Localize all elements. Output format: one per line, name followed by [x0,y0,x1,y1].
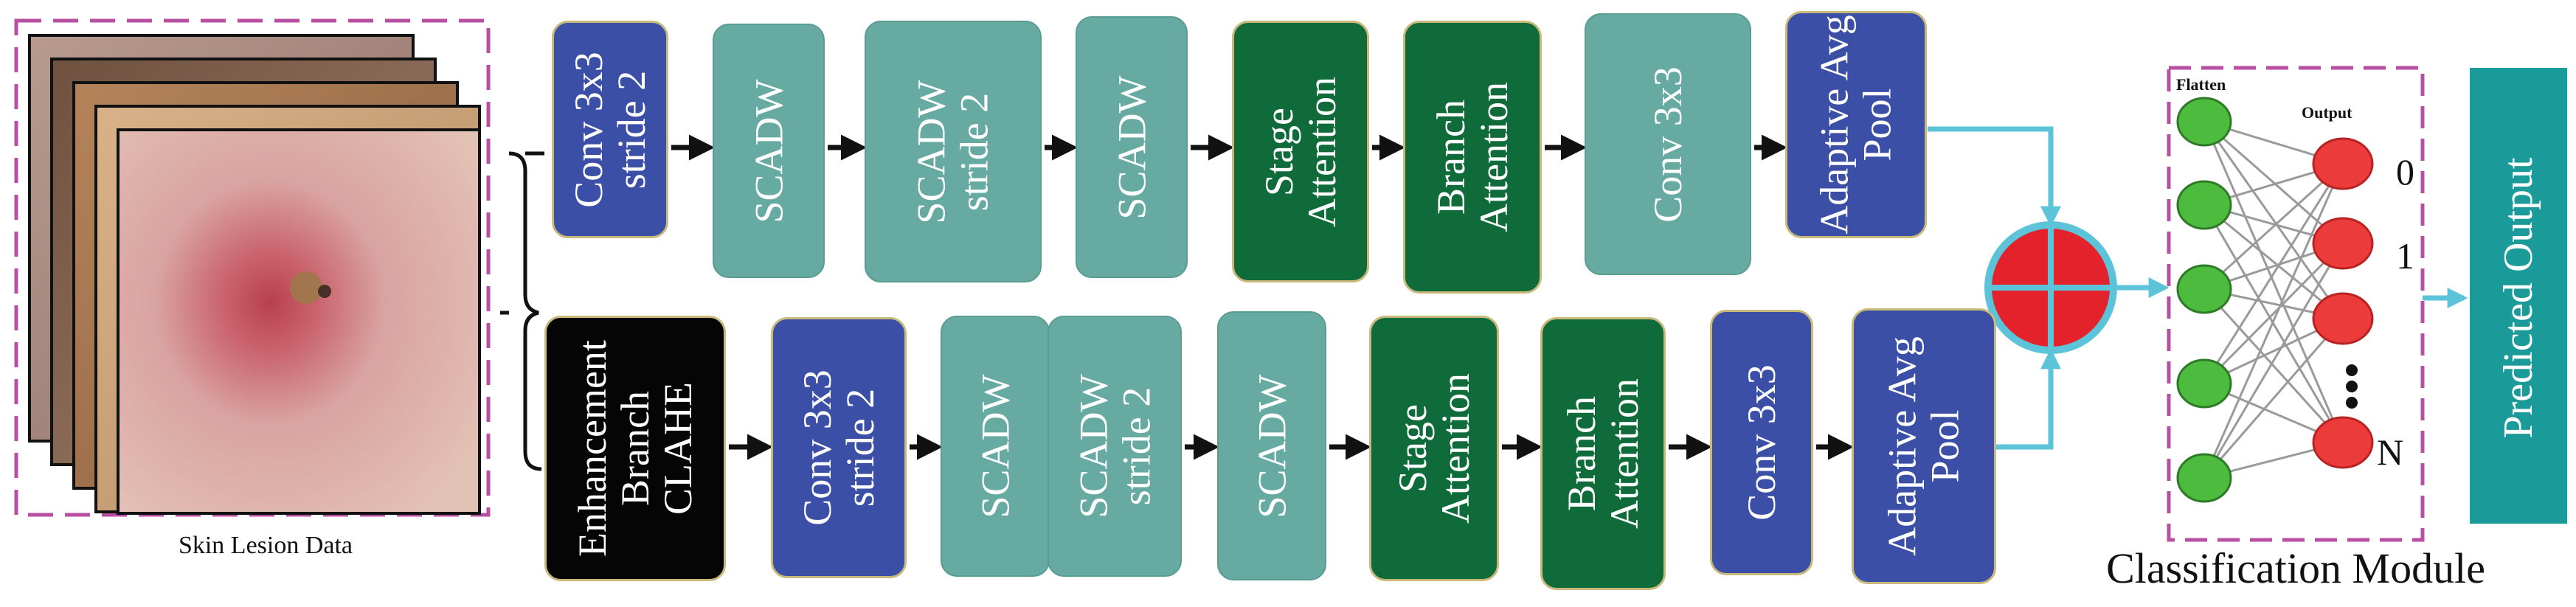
output-neuron-1 [2312,137,2374,190]
top-block-2: SCADW [713,24,825,278]
output-neuron-2 [2312,217,2374,270]
bottom-block-5: SCADW [1217,311,1326,580]
ellipsis-dots [2346,364,2358,409]
bottom-block-9: Adaptive Avg Pool [1852,308,1996,584]
top-block-6: Branch Attention [1403,21,1542,294]
top-block-2-label: SCADW [747,78,792,223]
output-class-0-label: 0 [2396,151,2414,192]
nn-edge [2203,121,2344,319]
top-to-fusion-line [1928,126,2061,227]
top-block-3-label: SCADW stride 2 [909,79,997,224]
nn-edge [2203,120,2344,245]
top-block-7: Conv 3x3 [1585,13,1751,275]
nn-edge [2203,162,2344,291]
bottom-block-1: Enhancement Branch CLAHE [544,316,726,581]
input-neuron-4 [2176,358,2232,409]
fusion-connectors [1928,126,2468,450]
fusion-add-node [1984,221,2117,354]
input-neuron-3 [2176,264,2232,314]
bottom-block-2-label: Conv 3x3 stride 2 [795,370,882,526]
top-block-4: SCADW [1076,16,1188,278]
nn-edge [2203,163,2344,479]
nn-edge [2203,121,2344,443]
bottom-block-7-label: Branch Attention [1559,378,1647,529]
top-block-8: Adaptive Avg Pool [1785,11,1927,238]
output-neuron-3 [2312,292,2374,345]
output-class-n-label: N [2377,431,2403,473]
top-block-5-label: Stage Attention [1257,76,1345,227]
nn-edge [2203,243,2344,479]
bottom-block-6-label: Stage Attention [1391,373,1478,524]
input-neuron-1 [2176,97,2232,147]
bottom-block-7: Branch Attention [1540,317,1666,590]
top-block-1-label: Conv 3x3 stride 2 [567,51,654,208]
flow-arrows [671,134,1854,460]
nn-edge [2203,318,2344,479]
top-block-7-label: Conv 3x3 [1646,66,1690,223]
bottom-block-8-label: Conv 3x3 [1739,364,1784,521]
predicted-output-label: Predicted Output [2496,157,2541,438]
bottom-block-4-label: SCADW stride 2 [1071,374,1159,518]
top-block-8-label: Adaptive Avg Pool [1812,15,1900,235]
input-neuron-2 [2176,180,2232,230]
output-class-1-label: 1 [2396,235,2414,277]
top-block-6-label: Branch Attention [1429,82,1517,232]
nn-edge [2203,242,2344,385]
nn-edge [2203,163,2344,384]
bottom-block-2: Conv 3x3 stride 2 [771,317,907,578]
bottom-block-1-label: Enhancement Branch CLAHE [570,340,700,557]
classification-caption: Classification Module [2106,544,2485,592]
input-neuron-5 [2176,453,2232,503]
classification-module: Flatten Output 0 1 N Classification Modu… [2106,66,2485,592]
skin-lesion-image [117,128,481,515]
lesion-crust [290,271,322,304]
predicted-output-box: Predicted Output [2470,68,2567,524]
top-block-3: SCADW stride 2 [865,21,1042,282]
output-neuron-4 [2312,416,2374,469]
input-image-stack: Skin Lesion Data [14,18,491,559]
nn-edge [2203,204,2344,320]
bottom-block-8: Conv 3x3 [1710,310,1813,575]
bottom-block-9-label: Adaptive Avg Pool [1880,336,1968,556]
top-block-1: Conv 3x3 stride 2 [552,21,668,238]
bottom-block-3: SCADW [941,316,1050,577]
nn-edge [2203,204,2344,443]
bottom-to-fusion-line [1996,348,2061,450]
output-label: Output [2302,103,2352,122]
bottom-block-3-label: SCADW [973,374,1018,518]
bottom-block-4: SCADW stride 2 [1048,316,1182,577]
bottom-block-6: Stage Attention [1369,316,1499,581]
branch-brace [500,151,544,471]
top-block-5: Stage Attention [1232,21,1369,282]
top-block-4-label: SCADW [1109,74,1154,220]
input-caption: Skin Lesion Data [179,532,353,559]
nn-neurons [2176,97,2374,503]
bottom-block-5-label: SCADW [1250,373,1295,518]
nn-edge [2203,288,2344,444]
flatten-label: Flatten [2176,75,2226,94]
